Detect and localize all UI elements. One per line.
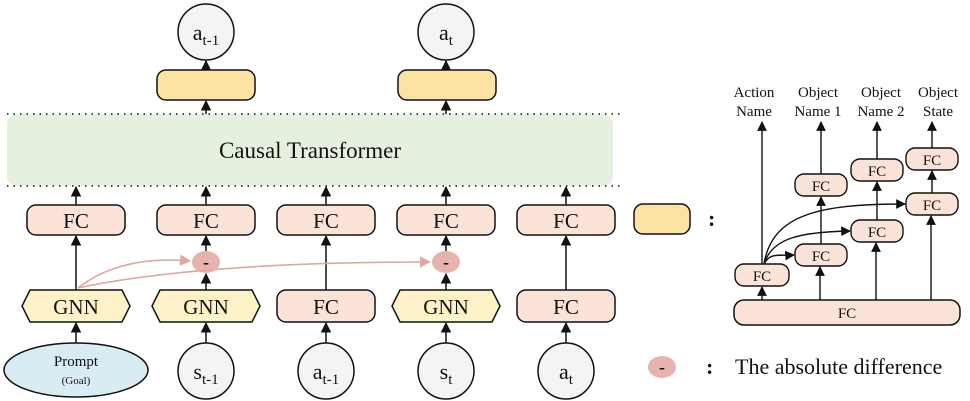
- fc-box-2-label: FC: [193, 209, 219, 233]
- head-out-state-line2: State: [923, 104, 953, 120]
- gnn-box-4: [391, 289, 501, 323]
- head-state-fc1-label: FC: [923, 198, 941, 214]
- gnn-box-4-label: GNN: [423, 295, 469, 319]
- head-action-fc-label: FC: [753, 269, 771, 285]
- encoder-fc-box-3-label: FC: [313, 295, 339, 319]
- head-base-fc-label: FC: [838, 306, 856, 322]
- head-curve-to-state: [763, 199, 906, 265]
- fc-box-4-label: FC: [433, 209, 459, 233]
- head-obj2-fc1-label: FC: [868, 225, 886, 241]
- head-curve-to-obj2: [763, 226, 851, 265]
- head-curve-to-obj1: [763, 250, 795, 265]
- gnn-box-1: [21, 289, 131, 323]
- transformer-band: [7, 114, 613, 186]
- fc-box-3-label: FC: [313, 209, 339, 233]
- causal-transformer-block: Causal Transformer: [7, 113, 620, 187]
- goal-difference-arrows: [77, 254, 432, 289]
- gnn-box-2: [151, 289, 261, 323]
- column-a-prev: FC FC at-1: [276, 185, 376, 400]
- diff-node-1-label: -: [203, 252, 209, 272]
- prompt-label: Prompt: [54, 354, 99, 370]
- head-out-obj2-line2: Name 2: [857, 104, 904, 120]
- head-out-action-line2: Name: [736, 104, 772, 120]
- output-a-prev-label: at-1: [193, 20, 219, 49]
- transformer-label: Causal Transformer: [219, 138, 401, 163]
- prompt-sub-label: (Goal): [62, 375, 91, 387]
- head-out-obj1-line2: Name 1: [794, 104, 841, 120]
- head-obj2-fc2-label: FC: [868, 164, 886, 180]
- column-s-cur: FC - GNN st: [391, 185, 501, 400]
- encoder-fc-box-5-label: FC: [553, 295, 579, 319]
- output-a-cur-head: [397, 69, 497, 101]
- a-prev-input-label: at-1: [313, 359, 339, 388]
- prompt-node: [3, 342, 149, 398]
- head-obj1-fc2-label: FC: [812, 179, 830, 195]
- fc-box-1-label: FC: [63, 209, 89, 233]
- a-cur-input-label: at: [559, 359, 574, 388]
- column-prompt: FC GNN Prompt (Goal): [3, 185, 149, 398]
- s-cur-node: [417, 342, 475, 400]
- head-base-fc: [733, 299, 961, 326]
- pink-arrow-to-diff1: [77, 254, 192, 289]
- legend: : - : The absolute difference: [633, 203, 942, 379]
- s-prev-label: st-1: [193, 359, 218, 388]
- output-a-prev-node: [177, 3, 235, 61]
- output-a-cur-group: at: [397, 3, 497, 114]
- legend-yellow-swatch: [633, 203, 691, 235]
- head-out-obj1-line1: Object: [798, 85, 839, 101]
- fc-box-5-label: FC: [553, 209, 579, 233]
- output-a-cur-label: at: [439, 20, 454, 49]
- output-a-prev-group: at-1: [156, 3, 256, 114]
- s-cur-label: st: [440, 359, 454, 388]
- pink-arrow-to-diff2: [77, 256, 432, 289]
- s-prev-node: [177, 342, 235, 400]
- head-state-fc2-label: FC: [923, 153, 941, 169]
- diff-node-2-label: -: [443, 252, 449, 272]
- legend-diff-symbol: -: [659, 357, 665, 377]
- head-out-action-line1: Action: [734, 85, 775, 101]
- gnn-box-1-label: GNN: [53, 295, 99, 319]
- diff-node-2: [432, 251, 460, 273]
- head-out-obj2-line1: Object: [861, 85, 902, 101]
- diff-node-1: [192, 251, 220, 273]
- head-out-state-line1: Object: [918, 85, 959, 101]
- legend-colon-1: :: [708, 206, 715, 231]
- gnn-box-2-label: GNN: [183, 295, 229, 319]
- head-obj1-fc1-label: FC: [812, 249, 830, 265]
- a-cur-input-node: [537, 342, 595, 400]
- action-head-diagram: Action Name Object Name 1 Object Name 2 …: [733, 85, 961, 326]
- column-s-prev: FC - GNN st-1: [151, 185, 261, 400]
- a-prev-input-node: [297, 342, 355, 400]
- legend-diff-swatch: [648, 356, 676, 378]
- column-a-cur: FC FC at: [516, 185, 616, 400]
- output-a-prev-head: [156, 69, 256, 101]
- legend-diff-text: The absolute difference: [735, 354, 942, 379]
- legend-colon-2: :: [706, 354, 713, 379]
